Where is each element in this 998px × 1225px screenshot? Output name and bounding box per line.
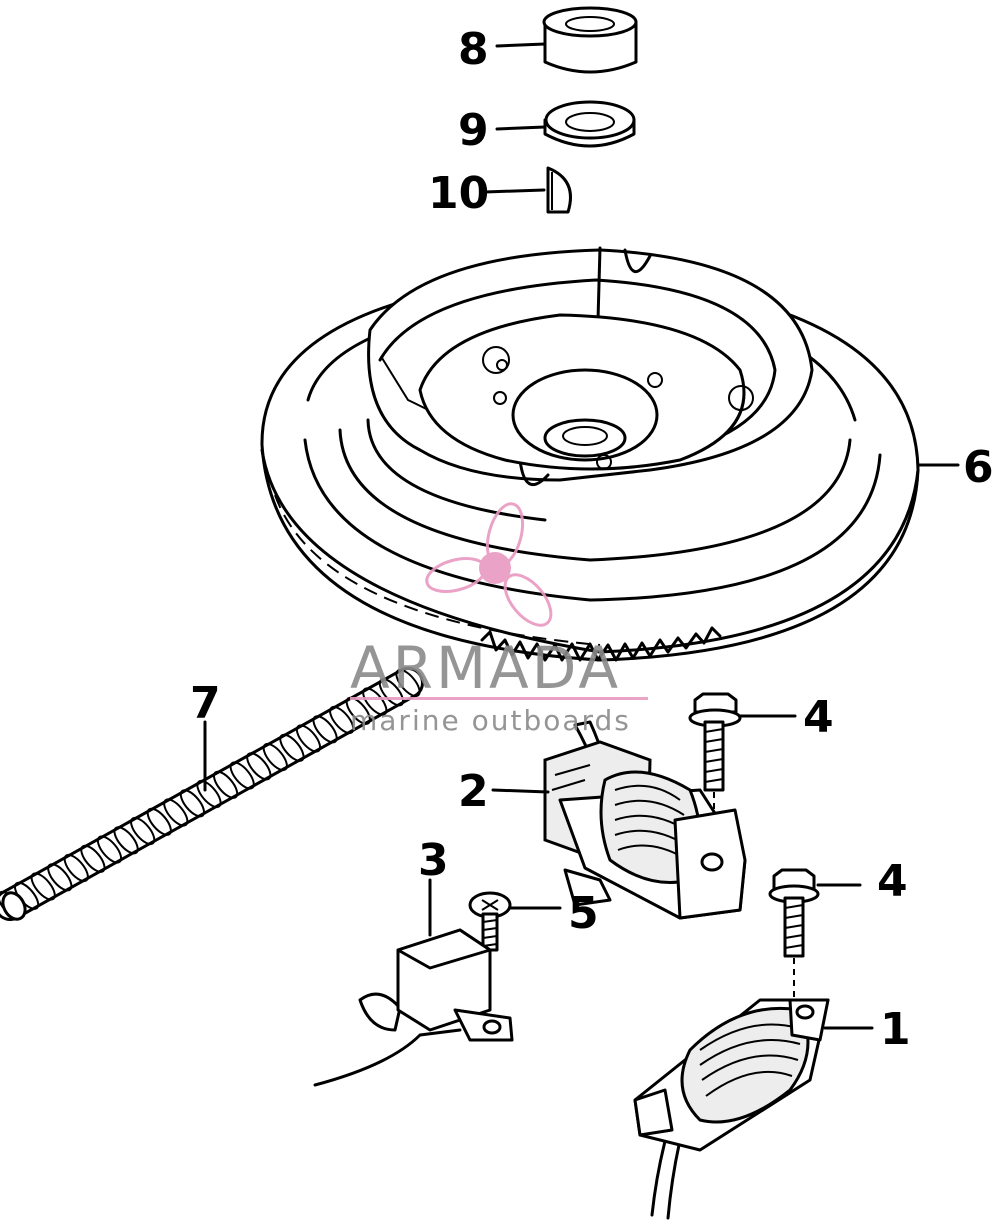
callout-8: 8 (458, 24, 489, 75)
spiral-wrap-coil (113, 826, 139, 855)
callout-7: 7 (190, 678, 221, 729)
spiral-wrap-coil (47, 863, 73, 892)
spiral-wrap-coil (130, 816, 156, 846)
callout-10: 10 (428, 168, 489, 219)
part-3-cdi-unit (313, 928, 514, 1087)
spiral-wrap-coil (163, 798, 189, 827)
spiral-wrap-coil (262, 742, 288, 772)
spiral-wrap-coil (179, 789, 205, 818)
spiral-wrap-coil (312, 715, 338, 744)
callout-9: 9 (458, 105, 489, 156)
spiral-wrap-coil (329, 705, 355, 735)
leader-10 (483, 188, 546, 194)
callout-3: 3 (418, 835, 449, 886)
spiral-wrap-coil (146, 807, 172, 836)
callout-6: 6 (963, 442, 994, 493)
part-1-charge-coil (633, 998, 830, 1220)
spiral-wrap-coil (80, 844, 106, 873)
leader-2 (491, 788, 550, 794)
spiral-wrap-coil (395, 668, 421, 698)
watermark-title: ARMADA (350, 634, 621, 702)
part-4-bolt-upper (688, 692, 742, 792)
callout-5: 5 (568, 888, 599, 939)
callout-4-lower: 4 (877, 856, 908, 907)
spiral-wrap-coil (196, 779, 222, 809)
part-8-nut (542, 6, 638, 74)
part-2-pulser-coil (543, 720, 747, 920)
watermark-subtitle: marine outboards (350, 704, 631, 737)
part-6-flywheel (260, 246, 920, 662)
part-10-key (546, 166, 572, 214)
callout-1: 1 (880, 1004, 911, 1055)
spiral-wrap-coil (229, 761, 255, 790)
spiral-wrap-coil (246, 752, 272, 781)
part-5-screw (468, 891, 512, 952)
spiral-wrap-coil (295, 724, 322, 753)
spiral-wrap-coil (30, 872, 56, 901)
spiral-wrap-coil (63, 853, 89, 883)
part-9-washer (543, 100, 636, 148)
spiral-wrap-coil (378, 678, 404, 707)
armada-logo-watermark: ARMADA marine outboards (350, 502, 648, 737)
leader-9 (495, 125, 547, 131)
callout-4-upper: 4 (803, 692, 834, 743)
callout-2: 2 (458, 766, 489, 817)
spiral-wrap-coil (279, 733, 305, 762)
spiral-wrap-coil (345, 696, 371, 725)
part-7-spiral-tube (0, 667, 424, 921)
spiral-wrap-coil (96, 835, 123, 864)
spiral-wrap-coil (213, 770, 239, 799)
leader-8 (495, 42, 547, 48)
part-4-bolt-lower (768, 868, 820, 958)
